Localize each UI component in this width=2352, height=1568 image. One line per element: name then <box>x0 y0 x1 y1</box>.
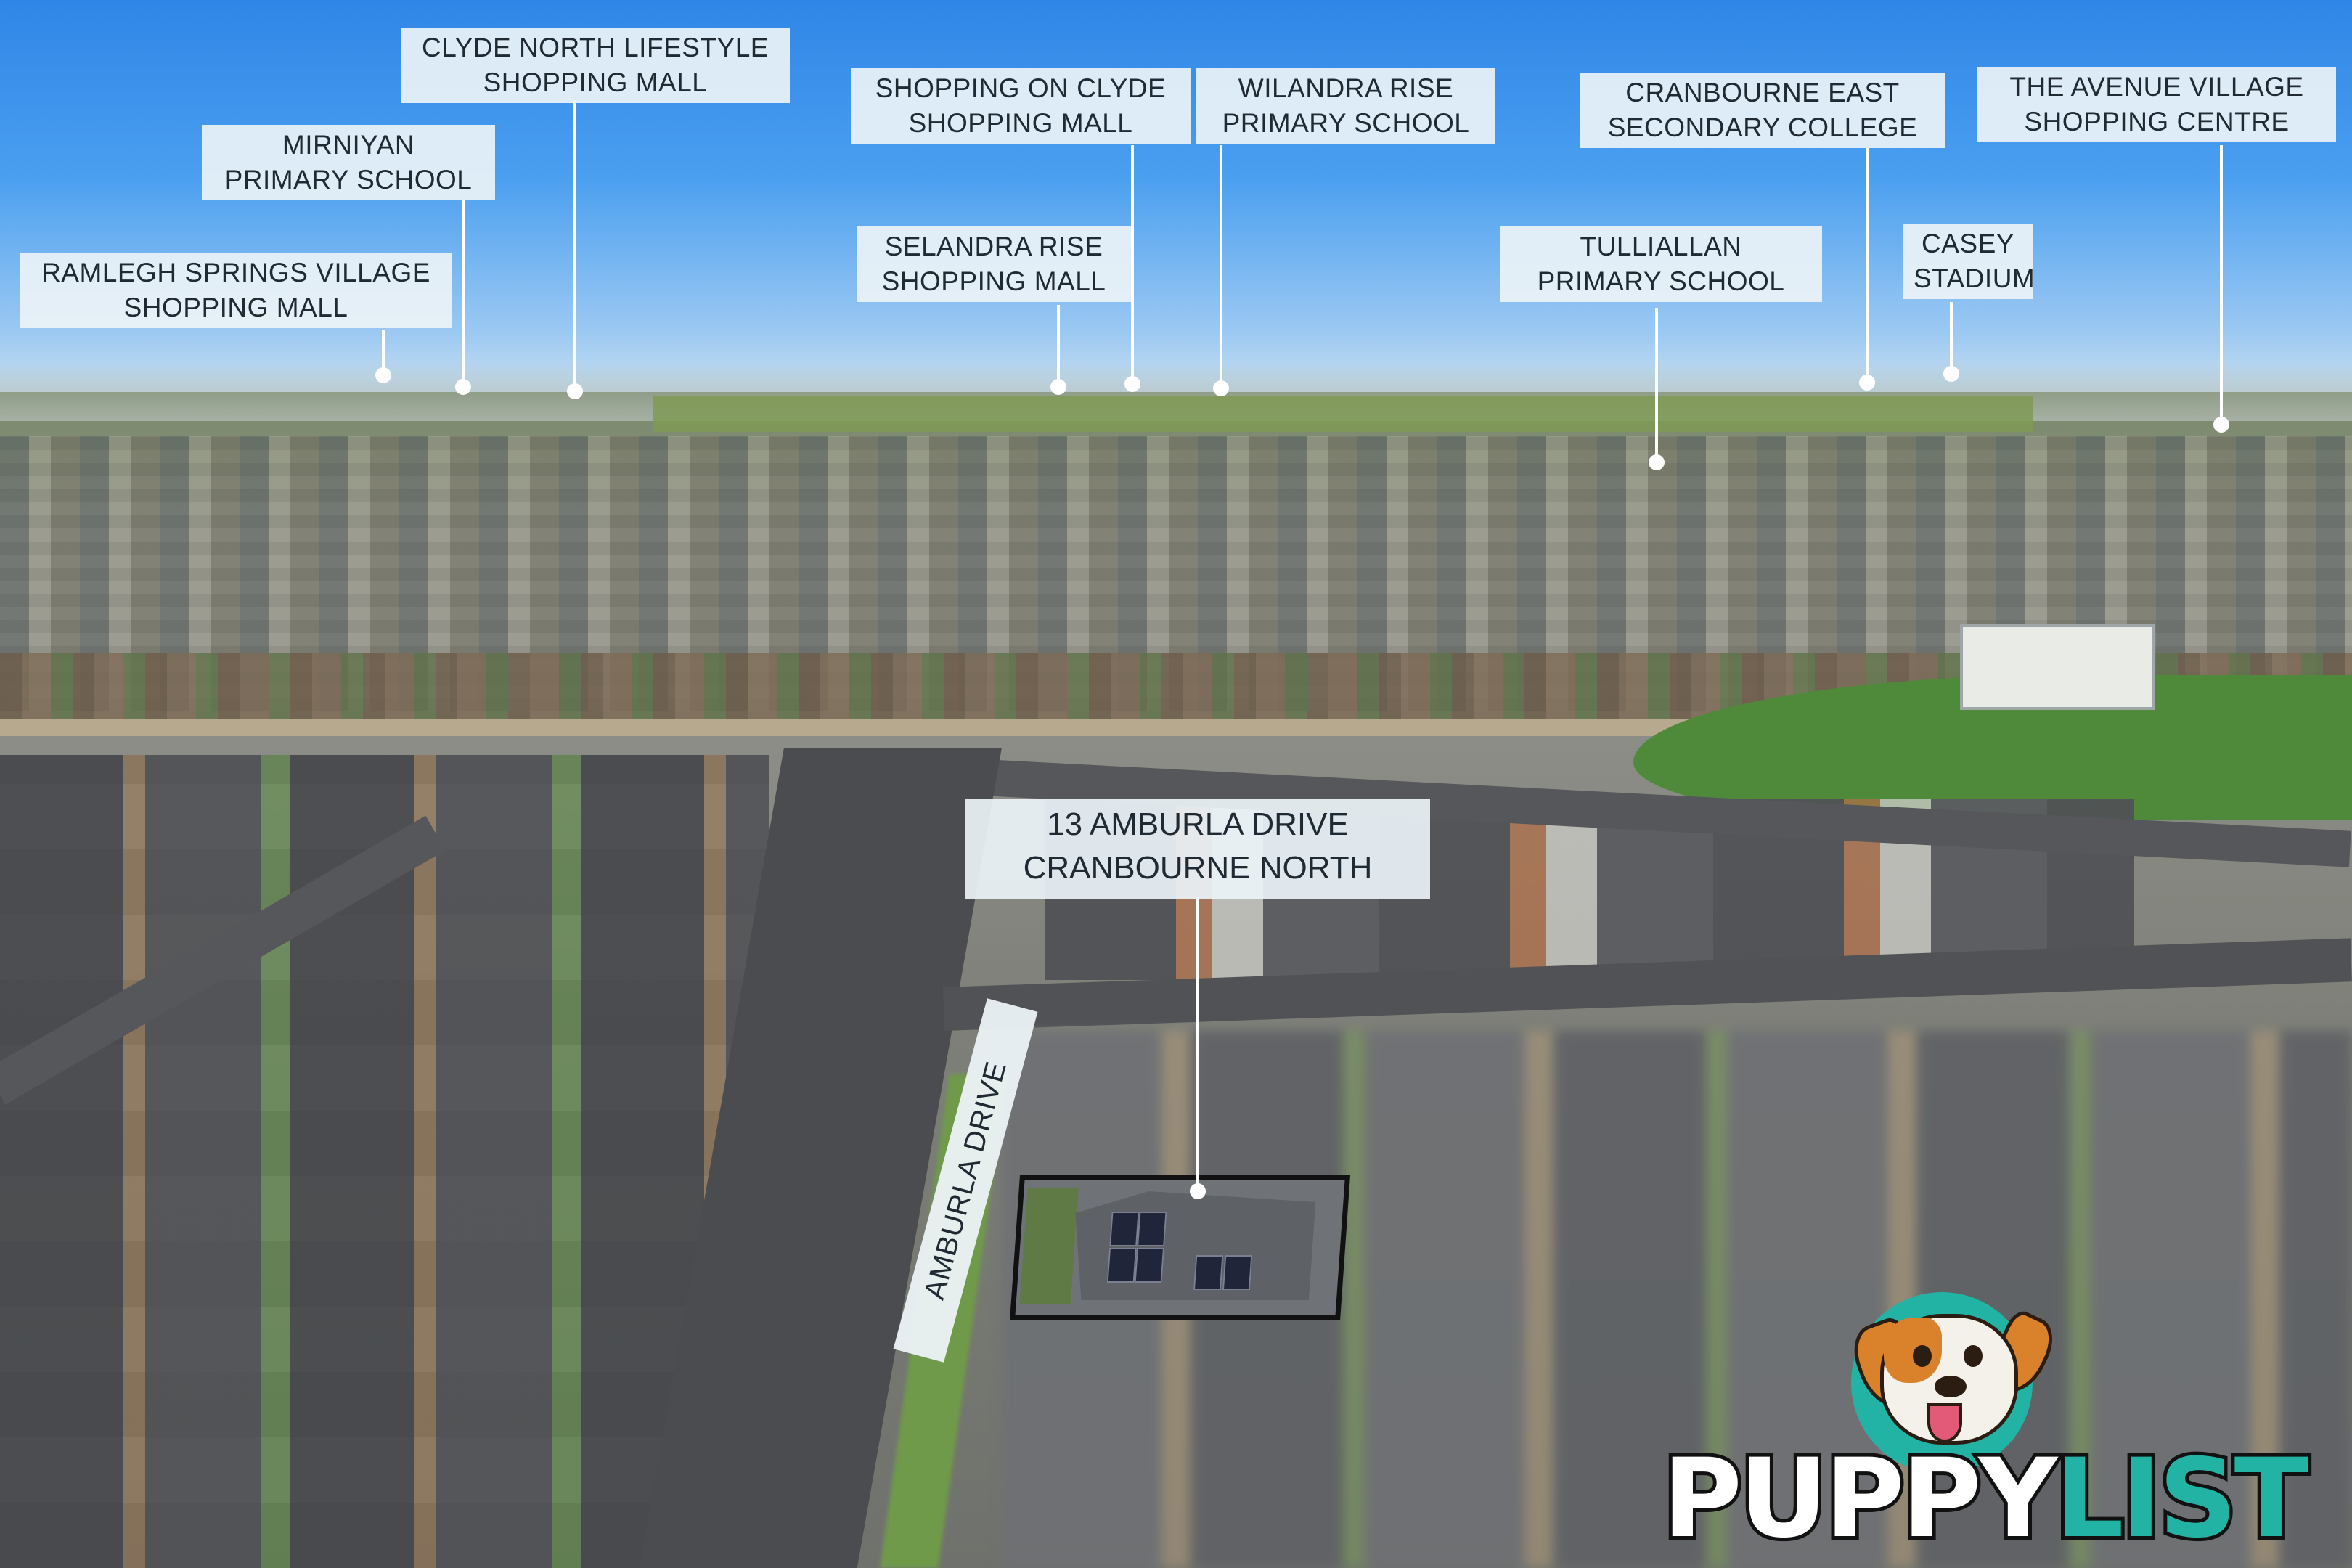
landmark-label-tulliallan: TULLIALLAN PRIMARY SCHOOL <box>1500 226 1822 302</box>
solar-panel <box>1222 1255 1253 1290</box>
leader-line <box>1220 145 1222 385</box>
landmark-label-selandra-rise: SELANDRA RISE SHOPPING MALL <box>857 226 1131 302</box>
dog-nose <box>1935 1376 1967 1397</box>
leader-dot-address <box>1190 1183 1206 1199</box>
solar-panel <box>1134 1248 1164 1283</box>
leader-dot <box>1050 379 1066 395</box>
leader-dot <box>375 367 391 383</box>
solar-panel <box>1137 1212 1167 1246</box>
leader-dot <box>1213 380 1229 396</box>
landmark-label-casey-stadium: CASEY STADIUM <box>1903 224 2035 299</box>
puppylist-logo: PUPPYLIST <box>1659 1292 2337 1557</box>
address-line-2: CRANBOURNE NORTH <box>1023 850 1373 886</box>
landmark-label-wilandra-rise: WILANDRA RISE PRIMARY SCHOOL <box>1196 68 1495 144</box>
dog-tongue <box>1927 1403 1962 1442</box>
solar-panel <box>1193 1255 1224 1290</box>
landmark-label-mirniyan: MIRNIYAN PRIMARY SCHOOL <box>202 125 495 200</box>
solar-panel <box>1106 1248 1137 1283</box>
landmark-label-cranbourne-east: CRANBOURNE EAST SECONDARY COLLEGE <box>1580 73 1945 148</box>
dog-eye-right <box>1964 1345 1983 1367</box>
leader-line <box>1950 302 1953 372</box>
leader-dot <box>455 379 471 395</box>
leader-dot <box>1649 454 1665 470</box>
landmark-label-avenue-village: THE AVENUE VILLAGE SHOPPING CENTRE <box>1977 67 2336 142</box>
distant-fields <box>653 396 2033 432</box>
leader-dot <box>567 383 583 399</box>
landmark-label-ramlegh-springs: RAMLEGH SPRINGS VILLAGE SHOPPING MALL <box>20 253 452 328</box>
subject-yard <box>1019 1188 1079 1304</box>
leader-line-address <box>1196 897 1199 1188</box>
houses-left <box>0 755 769 1568</box>
beagle-puppy-icon <box>1880 1314 2018 1445</box>
logo-word-puppy: PUPPY <box>1659 1436 2061 1562</box>
logo-word-list: LIST <box>2051 1436 2312 1562</box>
logo-wordmark: PUPPYLIST <box>1659 1441 2337 1557</box>
address-line-1: 13 AMBURLA DRIVE <box>1047 807 1349 842</box>
leader-dot <box>1859 375 1875 391</box>
community-building <box>1960 624 2155 710</box>
landmark-label-shopping-on-clyde: SHOPPING ON CLYDE SHOPPING MALL <box>851 68 1191 144</box>
subject-roof <box>1069 1191 1316 1300</box>
leader-line <box>1057 305 1060 383</box>
leader-line <box>2220 145 2223 421</box>
leader-line <box>1866 148 1869 379</box>
leader-dot <box>1124 376 1140 392</box>
leader-line <box>462 200 465 382</box>
leader-line <box>1131 145 1134 382</box>
leader-line <box>382 330 385 370</box>
property-address-label: 13 AMBURLA DRIVE CRANBOURNE NORTH <box>965 799 1430 899</box>
leader-dot <box>2213 417 2229 433</box>
leader-line <box>573 100 576 386</box>
leader-line <box>1655 308 1658 460</box>
dog-eye-patch <box>1884 1318 1942 1383</box>
solar-panel <box>1109 1212 1140 1246</box>
leader-dot <box>1943 366 1959 382</box>
subject-property <box>1010 1175 1350 1320</box>
dog-eye-left <box>1913 1345 1932 1367</box>
landmark-label-clyde-north: CLYDE NORTH LIFESTYLE SHOPPING MALL <box>401 28 790 103</box>
